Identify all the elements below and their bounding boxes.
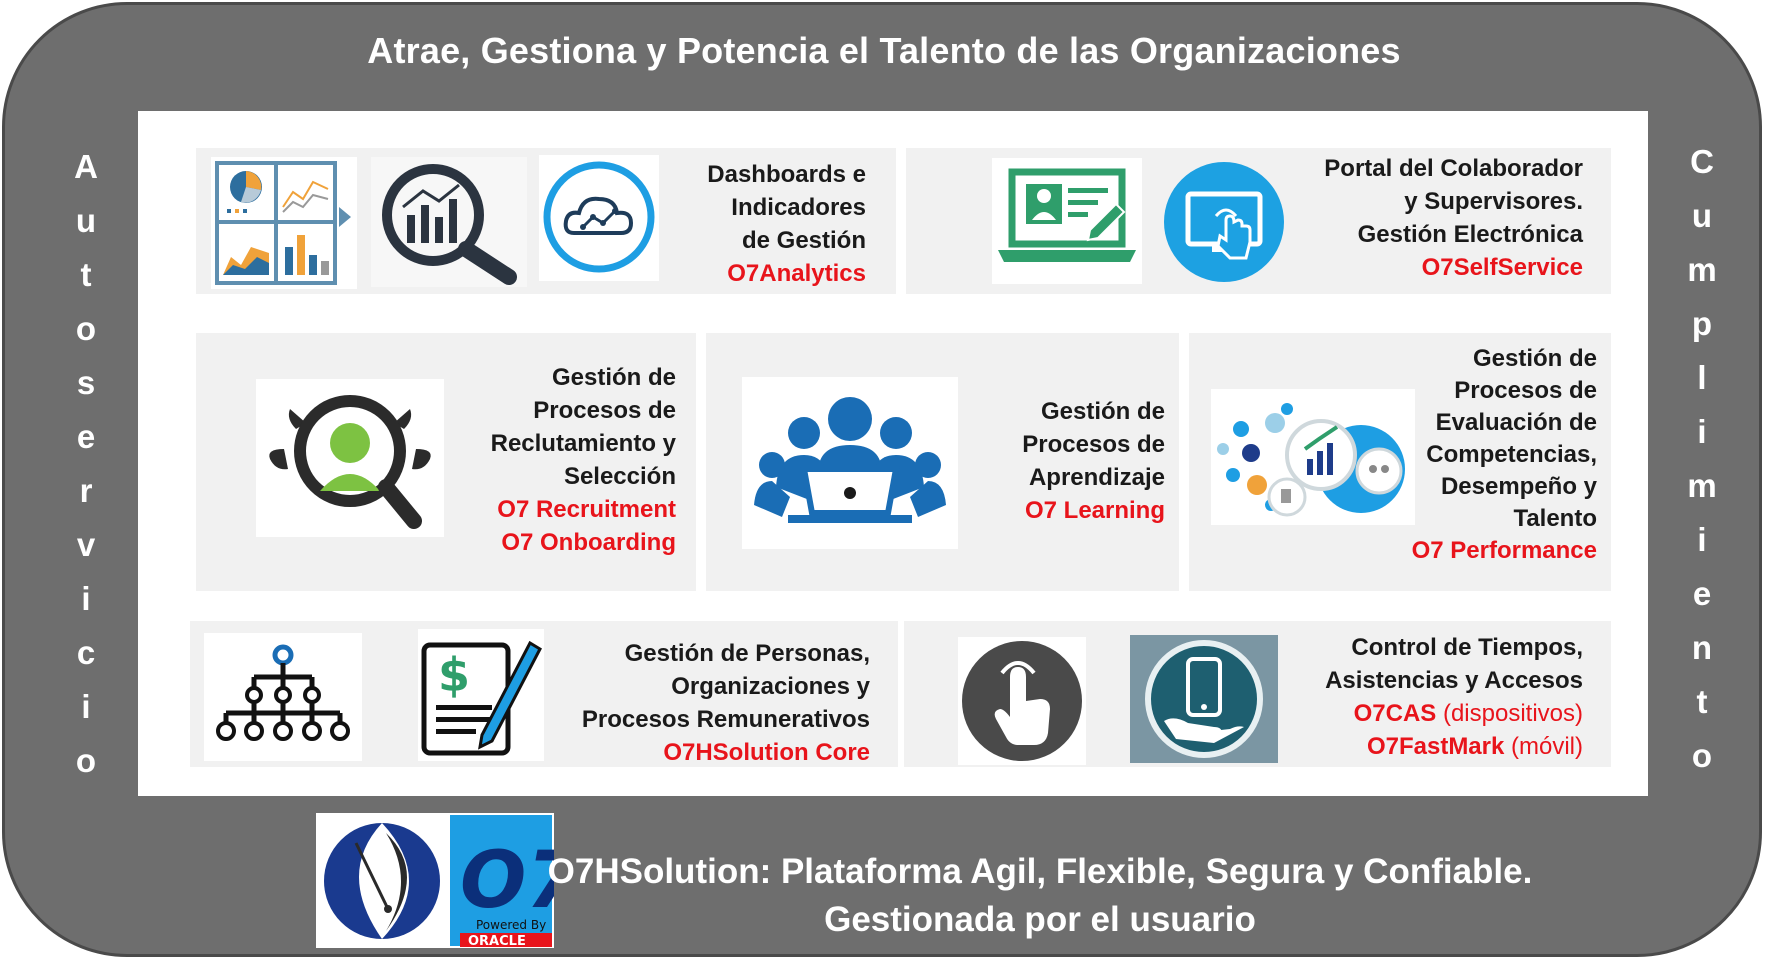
text-line: Organizaciones y: [671, 673, 870, 700]
mobile-hand-icon: [1130, 635, 1278, 763]
card-performance: Gestión de Procesos de Evaluación de Com…: [1189, 333, 1611, 591]
side-letter: o: [1691, 737, 1713, 774]
side-letter: p: [1691, 305, 1713, 342]
org-chart-icon: [204, 633, 362, 761]
magnifier-chart-icon: [371, 157, 527, 287]
card-learning-text: Gestión de Procesos de Aprendizaje O7 Le…: [965, 395, 1165, 527]
card-recruitment-text: Gestión de Procesos de Reclutamiento y S…: [426, 361, 676, 559]
side-letter: m: [1687, 251, 1717, 288]
product-name-line: O7FastMark (móvil): [1283, 730, 1583, 763]
text-line: Procesos de: [1022, 431, 1165, 458]
product-name-line: O7CAS (dispositivos): [1283, 697, 1583, 730]
card-learning: Gestión de Procesos de Aprendizaje O7 Le…: [706, 333, 1179, 591]
side-letter: i: [81, 688, 91, 725]
side-letter: s: [76, 364, 96, 401]
product-note: (móvil): [1504, 733, 1583, 760]
side-letter: u: [1691, 197, 1713, 234]
side-letter: e: [1692, 575, 1712, 612]
side-letter: o: [75, 742, 97, 779]
card-analytics: Dashboards e Indicadores de Gestión O7An…: [196, 148, 896, 294]
text-line: Gestión de: [1040, 398, 1165, 425]
tap-hand-icon: [958, 637, 1086, 765]
product-name: O7FastMark: [1366, 733, 1505, 760]
text-line: Evaluación de: [1435, 409, 1597, 436]
powered-by-text: Powered By: [476, 918, 546, 932]
product-name: O7CAS: [1353, 700, 1437, 727]
cloud-icon: [539, 155, 659, 281]
side-letter: m: [1687, 467, 1717, 504]
text-line: Dashboards e: [707, 161, 866, 188]
side-letter: i: [1697, 521, 1707, 558]
text-line: Gestión de: [551, 364, 676, 391]
card-performance-text: Gestión de Procesos de Evaluación de Com…: [1397, 343, 1597, 567]
text-line: Gestión de Personas,: [624, 640, 870, 667]
product-name: O7 Onboarding: [501, 529, 676, 556]
text-line: Competencias,: [1426, 441, 1597, 468]
text-line: Gestión Electrónica: [1357, 221, 1583, 248]
product-name: O7Analytics: [727, 260, 866, 287]
text-line: Procesos Remunerativos: [581, 706, 870, 733]
text-line: Gestión de: [1472, 345, 1597, 372]
text-line: y Supervisores.: [1404, 188, 1583, 215]
performance-bubbles-icon: [1211, 389, 1415, 525]
text-line: Procesos de: [1454, 377, 1597, 404]
side-letter: t: [1696, 683, 1708, 720]
side-letter: t: [80, 256, 92, 293]
side-letter: e: [76, 418, 96, 455]
card-time-text: Control de Tiempos, Asistencias y Acceso…: [1283, 631, 1583, 763]
team-meeting-icon: [742, 377, 958, 549]
side-letter: A: [74, 148, 98, 185]
text-line: Asistencias y Accesos: [1325, 667, 1583, 694]
text-line: Desempeño y: [1440, 473, 1597, 500]
side-letter: C: [1690, 143, 1714, 180]
search-person-icon: [256, 379, 444, 537]
svg-text:$: $: [438, 648, 470, 702]
o7-logo: O7 Powered By ORACLE: [316, 813, 581, 949]
product-name: O7 Learning: [1024, 497, 1165, 524]
text-line: Talento: [1513, 505, 1597, 532]
side-letter: i: [1697, 413, 1707, 450]
footer-text: O7HSolution: Plataforma Agil, Flexible, …: [540, 848, 1540, 944]
side-letter: v: [76, 526, 96, 563]
text-line: Indicadores: [731, 194, 866, 221]
card-selfservice-text: Portal del Colaborador y Supervisores. G…: [1263, 152, 1583, 284]
payroll-document-icon: $: [418, 629, 544, 761]
text-line: Control de Tiempos,: [1351, 634, 1583, 661]
text-line: Portal del Colaborador: [1324, 155, 1583, 182]
card-recruitment: Gestión de Procesos de Reclutamiento y S…: [196, 333, 696, 591]
footer-line-1: O7HSolution: Plataforma Agil, Flexible, …: [547, 852, 1533, 891]
card-analytics-text: Dashboards e Indicadores de Gestión O7An…: [646, 158, 866, 290]
product-name: O7 Performance: [1411, 537, 1597, 564]
laptop-profile-icon: [992, 158, 1142, 284]
text-line: Aprendizaje: [1028, 464, 1165, 491]
page-title: Atrae, Gestiona y Potencia el Talento de…: [367, 30, 1401, 71]
card-core: $ Gestión de Personas, Organizaciones y …: [190, 621, 898, 767]
product-name: O7SelfService: [1421, 254, 1583, 281]
side-letter: i: [81, 580, 91, 617]
side-letter: c: [76, 634, 96, 671]
touch-screen-icon: [1160, 158, 1288, 286]
side-letter: o: [75, 310, 97, 347]
side-letter: l: [1697, 359, 1707, 396]
footer-line-2: Gestionada por el usuario: [824, 900, 1256, 939]
dashboard-charts-icon: [211, 157, 357, 289]
oracle-brand: ORACLE: [468, 934, 526, 948]
text-line: de Gestión: [741, 227, 866, 254]
side-letter: n: [1691, 629, 1713, 666]
text-line: Selección: [563, 463, 676, 490]
product-name: O7 Recruitment: [497, 496, 676, 523]
product-name: O7HSolution Core: [663, 739, 870, 766]
text-line: Reclutamiento y: [490, 430, 676, 457]
product-note: (dispositivos): [1436, 700, 1583, 727]
main-panel: Dashboards e Indicadores de Gestión O7An…: [138, 111, 1648, 796]
card-core-text: Gestión de Personas, Organizaciones y Pr…: [510, 637, 870, 769]
card-time: Control de Tiempos, Asistencias y Acceso…: [904, 621, 1611, 767]
side-letter: u: [75, 202, 97, 239]
side-letter: r: [79, 472, 93, 509]
text-line: Procesos de: [533, 397, 676, 424]
card-selfservice: Portal del Colaborador y Supervisores. G…: [906, 148, 1611, 294]
